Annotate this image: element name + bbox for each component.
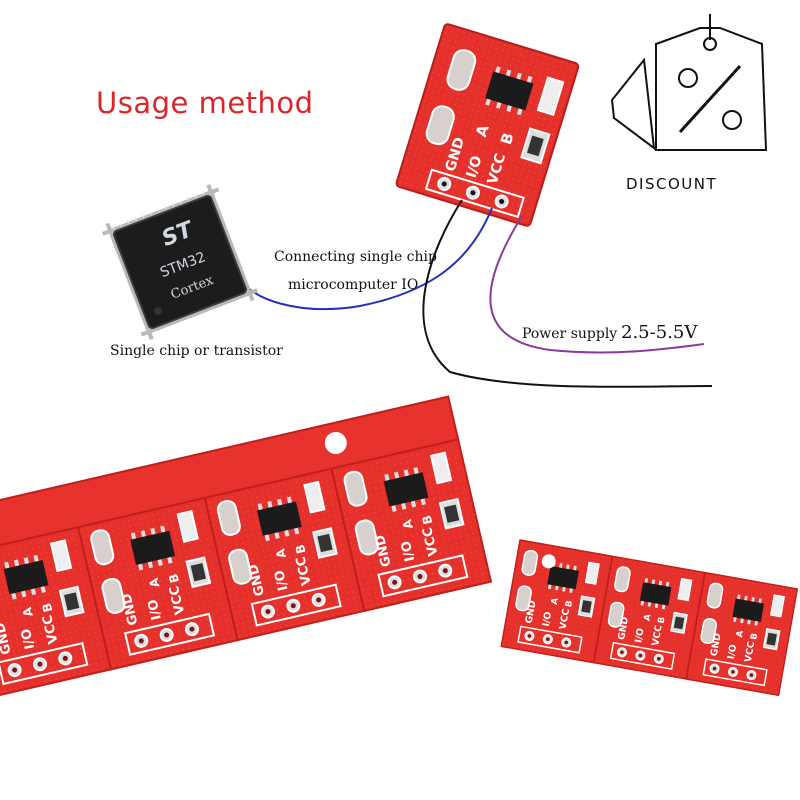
voltage-caption: 2.5-5.5V <box>621 322 698 343</box>
module-strip-right <box>500 539 799 696</box>
io-wire <box>237 207 493 310</box>
svg-text:B: B <box>497 131 518 147</box>
connect-caption-line1: Connecting single chip <box>274 249 437 265</box>
connect-caption-line2: microcomputer IO <box>288 277 419 293</box>
svg-text:I/O: I/O <box>464 154 486 180</box>
chip-caption: Single chip or transistor <box>110 343 283 359</box>
gnd-wire <box>422 199 713 388</box>
page-title: Usage method <box>96 86 314 120</box>
svg-text:A: A <box>472 122 493 139</box>
discount-tag-icon <box>610 14 768 151</box>
vcc-wire <box>489 215 705 354</box>
touch-sensor-module: A B GND I/O VCC <box>395 23 580 227</box>
discount-label: DISCOUNT <box>626 175 718 193</box>
module-strip-left <box>0 395 492 700</box>
microcontroller-chip: ST STM32 Cortex <box>102 184 258 340</box>
power-caption: Power supply <box>522 326 618 342</box>
